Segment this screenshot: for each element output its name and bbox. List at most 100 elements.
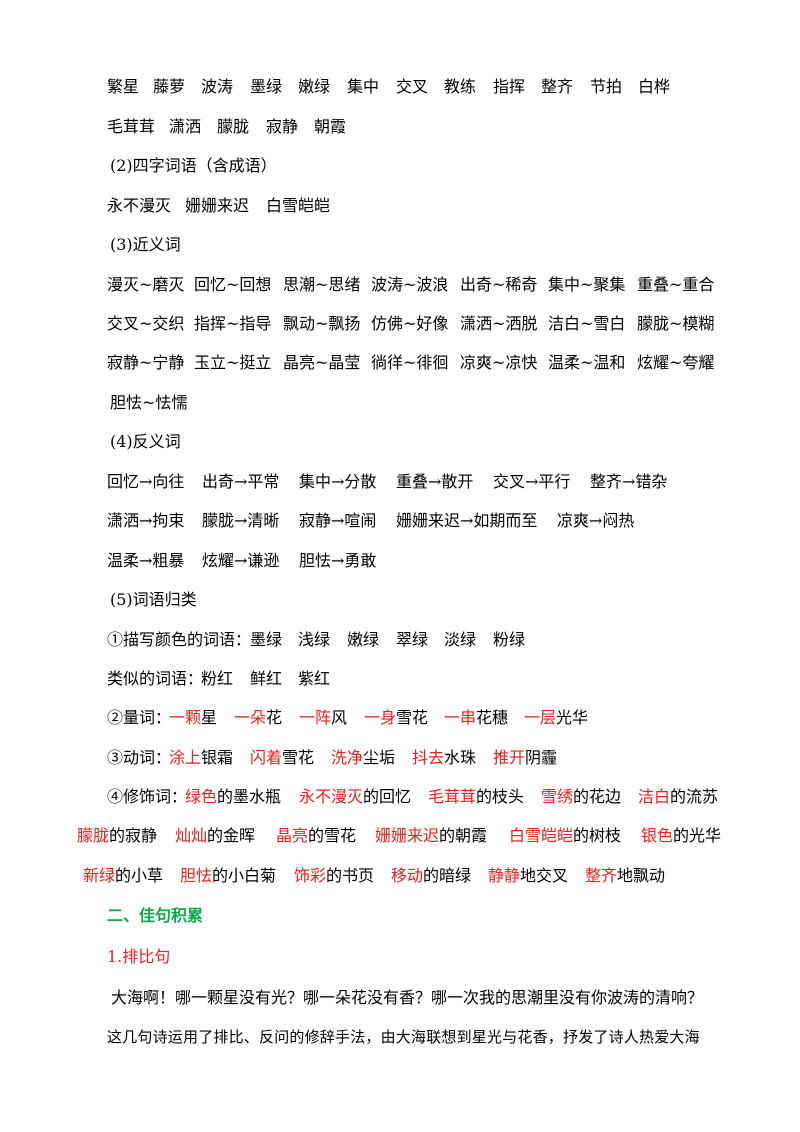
highlight: 闪着 <box>250 748 283 767</box>
word-pair: 波涛~波浪 <box>371 275 449 294</box>
phrase-text: 的金晖 <box>207 826 256 845</box>
word-pair: 晶亮~晶莹 <box>283 353 361 372</box>
word: 浅绿 <box>298 630 331 649</box>
word-pair: 漫灭~磨灭 <box>107 275 185 294</box>
word-pair: 重叠~重合 <box>637 275 715 294</box>
word: 潇洒 <box>169 117 202 136</box>
word: 粉红 <box>201 669 234 688</box>
word-pair: 交叉→平行 <box>493 472 571 491</box>
phrase-text: 花 <box>266 708 283 727</box>
highlight: 新绿 <box>83 866 116 885</box>
phrase: 雪绣的花边 <box>541 782 621 812</box>
highlight: 银色 <box>641 826 674 845</box>
phrase: 一颗星 <box>169 703 217 733</box>
phrase-text: 地飘动 <box>617 866 666 885</box>
highlight: 一阵 <box>299 708 332 727</box>
highlight: 毛茸茸 <box>428 787 477 806</box>
highlight: 晶亮 <box>276 826 309 845</box>
word: 教练 <box>444 77 477 96</box>
word-pair: 指挥~指导 <box>194 314 272 333</box>
word-pair: 重叠→散开 <box>396 472 474 491</box>
phrase-text: 花穗 <box>476 708 509 727</box>
phrase: 一层光华 <box>524 703 588 733</box>
highlight: 姗姗来迟 <box>375 826 440 845</box>
phrase: 抖去水珠 <box>412 743 476 773</box>
word-pair: 凉爽→闷热 <box>557 511 635 530</box>
word-pair: 胆怯~怯懦 <box>110 393 188 412</box>
word: 繁星 <box>107 77 140 96</box>
category-label: ②量词： <box>107 708 172 727</box>
phrase-text: 的小草 <box>115 866 164 885</box>
highlight: 一串 <box>444 708 477 727</box>
category-label: 类似的词语： <box>107 669 204 688</box>
word-pair: 飘动~飘扬 <box>283 314 361 333</box>
phrase: 一串花穗 <box>444 703 508 733</box>
phrase-text: 地交叉 <box>520 866 569 885</box>
highlight: 胆怯 <box>180 866 213 885</box>
word-pair: 炫耀~夸耀 <box>637 353 715 372</box>
phrase-text: 雪花 <box>396 708 429 727</box>
word-pair: 潇洒~洒脱 <box>460 314 538 333</box>
word-pair: 回忆→向往 <box>107 472 185 491</box>
word: 朝霞 <box>314 117 347 136</box>
section-title: 二、佳句积累 <box>107 906 204 925</box>
highlight: 涂上 <box>169 748 202 767</box>
word: 翠绿 <box>396 630 429 649</box>
word-pair: 集中~聚集 <box>548 275 626 294</box>
phrase-text: 水珠 <box>444 748 477 767</box>
word: 集中 <box>347 77 380 96</box>
word-pair: 凉爽~凉快 <box>460 353 538 372</box>
phrase-text: 风 <box>331 708 348 727</box>
word-pair: 玉立~挺立 <box>194 353 272 372</box>
phrase-text: 光华 <box>556 708 589 727</box>
phrase-text: 的花边 <box>573 787 622 806</box>
word-pair: 温柔→粗暴 <box>107 551 185 570</box>
phrase-text: 的树枝 <box>573 826 622 845</box>
phrase-text: 的书页 <box>326 866 375 885</box>
word: 墨绿 <box>250 77 283 96</box>
word: 粉绿 <box>493 630 526 649</box>
phrase: 整齐地飘动 <box>585 861 665 891</box>
section-heading: (4)反义词 <box>110 432 181 451</box>
word: 白雪皑皑 <box>266 196 331 215</box>
phrase: 洗净尘垢 <box>331 743 395 773</box>
phrase: 新绿的小草 <box>83 861 163 891</box>
phrase-text: 阴霾 <box>525 748 558 767</box>
subheading: 1.排比句 <box>107 947 171 966</box>
highlight: 静静 <box>488 866 521 885</box>
phrase: 永不漫灭的回忆 <box>299 782 411 812</box>
phrase-text: 的流苏 <box>670 787 719 806</box>
word-pair: 思潮~思绪 <box>283 275 361 294</box>
category-label: ①描写颜色的词语： <box>107 630 252 649</box>
word-pair: 温柔~温和 <box>548 353 626 372</box>
word-pair: 寂静→喧闹 <box>299 511 377 530</box>
phrase: 一身雪花 <box>364 703 428 733</box>
word-pair: 胆怯→勇敢 <box>299 551 377 570</box>
phrase-text: 尘垢 <box>363 748 396 767</box>
phrase: 白雪皑皑的树枝 <box>509 821 621 851</box>
phrase-text: 雪花 <box>282 748 315 767</box>
category-label: ③动词： <box>107 748 172 767</box>
phrase: 推开阴霾 <box>493 743 557 773</box>
phrase: 移动的暗绿 <box>391 861 471 891</box>
phrase-text: 的光华 <box>673 826 722 845</box>
phrase: 洁白的流苏 <box>638 782 718 812</box>
word: 藤萝 <box>153 77 186 96</box>
section-heading: (2)四字词语（含成语） <box>110 156 277 175</box>
phrase: 一朵花 <box>234 703 282 733</box>
highlight: 洁白 <box>638 787 671 806</box>
word: 嫩绿 <box>347 630 380 649</box>
word: 姗姗来迟 <box>185 196 250 215</box>
word: 整齐 <box>541 77 574 96</box>
word-pair: 交叉~交织 <box>107 314 185 333</box>
phrase-text: 银霜 <box>201 748 234 767</box>
word-pair: 徜徉~徘徊 <box>371 353 449 372</box>
highlight: 一颗 <box>169 708 202 727</box>
phrase: 饰彩的书页 <box>294 861 374 891</box>
word: 墨绿 <box>250 630 283 649</box>
highlight: 抖去 <box>412 748 445 767</box>
word: 嫩绿 <box>298 77 331 96</box>
phrase-text: 的墨水瓶 <box>217 787 282 806</box>
phrase: 朦胧的寂静 <box>77 821 157 851</box>
word: 鲜红 <box>250 669 283 688</box>
